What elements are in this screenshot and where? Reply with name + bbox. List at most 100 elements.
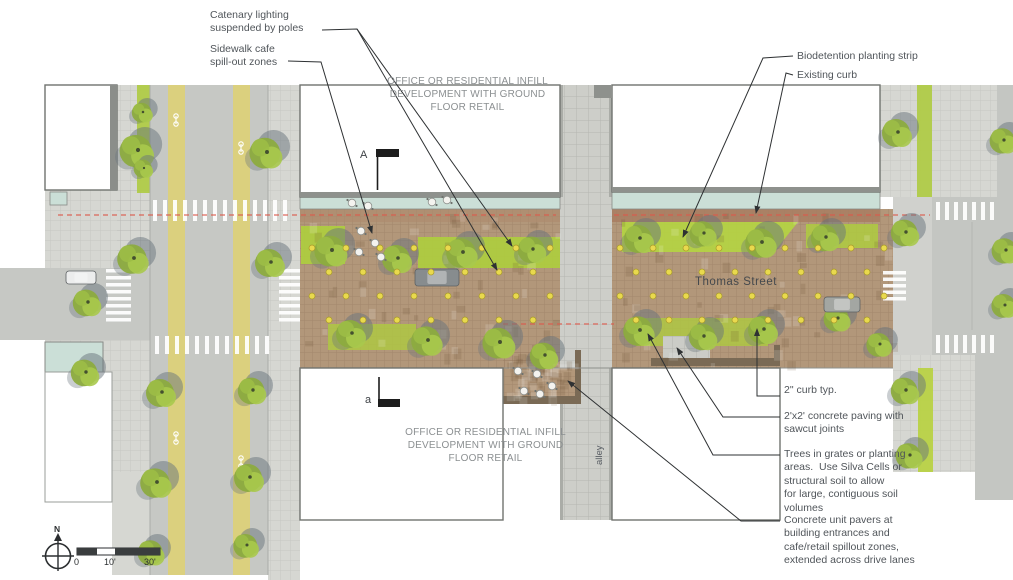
paver-texture: [540, 365, 545, 375]
crosswalk-tick: [279, 311, 300, 315]
table-top: [376, 252, 386, 262]
paver-texture: [550, 387, 557, 397]
catenary-light-dot: [546, 292, 554, 300]
catenary-light-dot: [546, 244, 554, 252]
paver-texture: [551, 397, 557, 406]
chair-dot: [384, 258, 387, 262]
paver-texture: [777, 310, 786, 317]
paver-texture: [515, 388, 522, 399]
paver-texture: [512, 262, 519, 272]
crosswalk-tick: [279, 290, 300, 294]
paver-texture: [527, 261, 536, 270]
crosswalk-tick: [279, 269, 300, 273]
catenary-light-dot: [342, 292, 350, 300]
catenary-light-dot: [529, 268, 537, 276]
label-existing-curb: Existing curb: [797, 69, 858, 81]
paver-texture: [529, 376, 538, 386]
paver-texture: [697, 302, 702, 308]
cafe-table: [375, 252, 387, 262]
catenary-light-dot: [359, 268, 367, 276]
paver-texture: [305, 341, 314, 347]
paver-texture: [530, 222, 539, 229]
catenary-light-dot: [444, 244, 452, 252]
label-office-infill-top: OFFICE OR RESIDENTIAL INFILL DEVELOPMENT…: [387, 76, 548, 114]
catenary-light-dot: [797, 268, 805, 276]
catenary-light-dot: [847, 244, 855, 252]
paver-texture: [634, 305, 641, 312]
table-top: [535, 389, 545, 399]
catenary-light-dot: [797, 316, 805, 324]
crosswalk-tick: [981, 202, 985, 220]
paver-texture: [529, 383, 537, 391]
catenary-light-dot: [427, 268, 435, 276]
paver-texture: [876, 290, 882, 301]
crosswalk-tick: [936, 335, 940, 353]
paver-texture: [368, 308, 376, 319]
paver-texture: [773, 304, 781, 310]
catenary-light-dot: [325, 268, 333, 276]
leader-concrete-paving: [676, 347, 780, 418]
red-dashed-lines: [58, 214, 930, 325]
paver-texture: [716, 235, 725, 243]
catenary-light-dot: [495, 316, 503, 324]
crosswalk-tick: [193, 200, 197, 221]
crosswalk-tick: [279, 297, 300, 301]
catenary-light-dot: [880, 244, 888, 252]
paver-texture: [492, 221, 497, 228]
paver-texture: [482, 224, 490, 230]
crosswalk-tick: [175, 336, 179, 354]
label-unit-pavers: Concrete unit pavers at building entranc…: [784, 514, 915, 567]
section-marker-upper-label: A: [360, 149, 368, 161]
crosswalks-group: [106, 200, 994, 354]
crosswalk-tick: [279, 318, 300, 322]
paver-texture: [522, 369, 531, 381]
paver-texture: [456, 305, 466, 313]
chair-dot: [353, 247, 356, 251]
table-top: [427, 197, 437, 207]
sidewalks-group: [45, 85, 997, 580]
paver-texture: [799, 262, 807, 269]
catenary-light-dot: [764, 316, 772, 324]
chair-dot: [543, 395, 546, 399]
catenary-light-dot: [461, 268, 469, 276]
paver-texture: [378, 339, 386, 347]
leader-trees-grates: [647, 333, 780, 456]
paver-texture: [527, 371, 536, 382]
paver-texture: [659, 245, 664, 255]
paver-texture: [671, 228, 679, 236]
paver-texture: [506, 392, 515, 402]
paver-texture: [655, 252, 664, 263]
catenary-light-dot: [308, 244, 316, 252]
paver-texture: [550, 368, 559, 377]
paver-texture: [491, 221, 499, 230]
cafe-table: [534, 389, 546, 399]
catenary-light-dot: [649, 292, 657, 300]
crosswalk-tick: [279, 276, 300, 280]
label-curb-typ: 2" curb typ.: [784, 384, 837, 396]
chair-dot: [555, 387, 558, 391]
crosswalk-tick: [106, 318, 131, 322]
catenary-light-dot: [410, 244, 418, 252]
paver-texture: [522, 289, 527, 298]
paver-texture: [566, 361, 573, 371]
car-body: [823, 296, 861, 313]
catenary-light-dot: [847, 292, 855, 300]
chair-dot: [426, 197, 429, 201]
catenary-light-dot: [682, 292, 690, 300]
catenary-light-dot: [649, 244, 657, 252]
buildings-group: [44, 84, 881, 521]
chair-dot: [546, 381, 549, 385]
catenary-light-dot: [665, 316, 673, 324]
chair-dot: [355, 226, 358, 230]
label-alley: alley: [594, 445, 605, 465]
crosswalk-tick: [883, 284, 906, 288]
paver-texture: [796, 240, 803, 252]
catenary-light-dot: [814, 244, 822, 252]
crosswalk-tick: [972, 202, 976, 220]
paver-texture: [781, 338, 789, 348]
paver-texture: [542, 372, 551, 382]
label-concrete-paving: 2'x2' concrete paving with sawcut joints: [784, 410, 904, 436]
north-arrow: [42, 533, 74, 571]
paver-texture: [779, 281, 785, 288]
chair-dot: [375, 252, 378, 256]
